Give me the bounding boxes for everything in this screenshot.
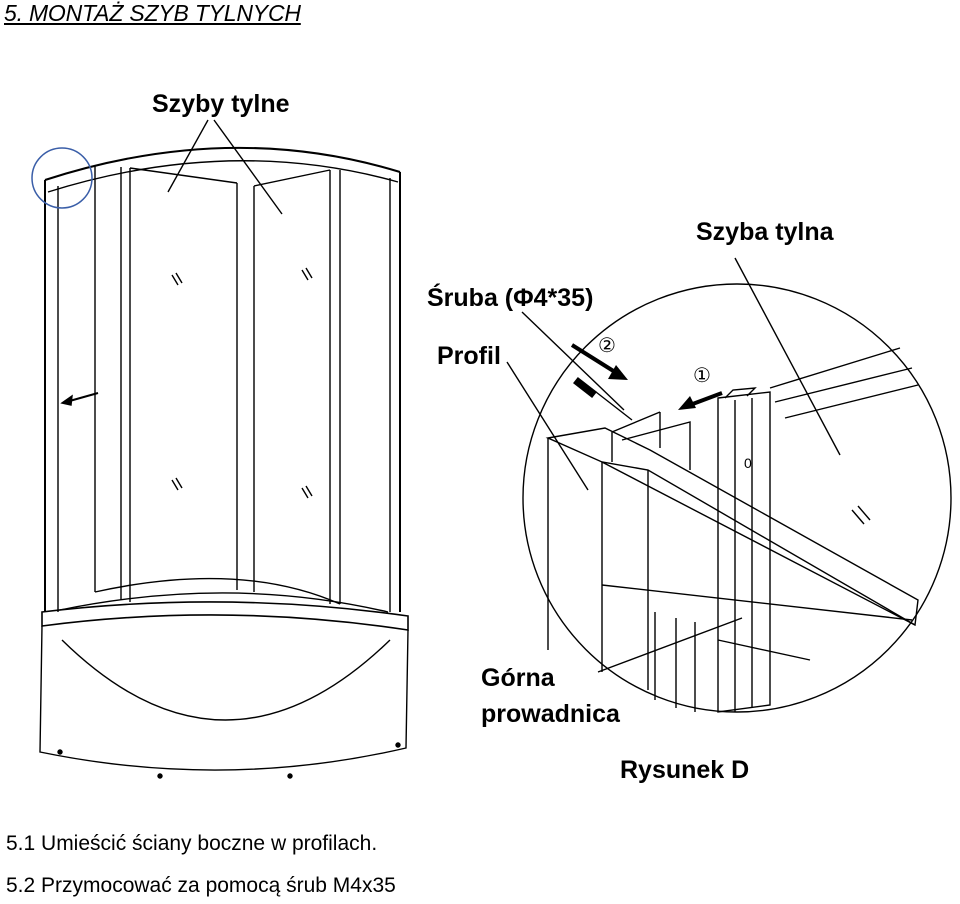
shower-cabin-drawing <box>39 119 409 779</box>
assembly-figure: 0 ② ① Szyby tylne Szyba tylna Śruba (Φ4*… <box>31 90 952 784</box>
label-prowadnica: prowadnica <box>481 700 621 728</box>
label-sruba: Śruba (Φ4*35) <box>427 282 593 312</box>
step-5-2: 5.2 Przymocować za pomocą śrub M4x35 <box>6 874 396 897</box>
step-5-1: 5.1 Umieścić ściany boczne w profilach. <box>6 832 378 855</box>
detail-circle-marker <box>31 147 93 209</box>
marker-2: ② <box>598 333 616 357</box>
hole-mark: 0 <box>744 455 752 471</box>
section-heading: 5. MONTAŻ SZYB TYLNYCH <box>4 0 301 26</box>
label-szyba-tylna: Szyba tylna <box>696 218 835 246</box>
label-szyby-tylne: Szyby tylne <box>152 90 290 118</box>
label-rysunek-d: Rysunek D <box>620 756 749 784</box>
label-profil: Profil <box>437 342 501 370</box>
marker-1: ① <box>693 363 711 387</box>
detail-d-drawing <box>506 257 952 713</box>
label-gorna: Górna <box>481 664 556 692</box>
